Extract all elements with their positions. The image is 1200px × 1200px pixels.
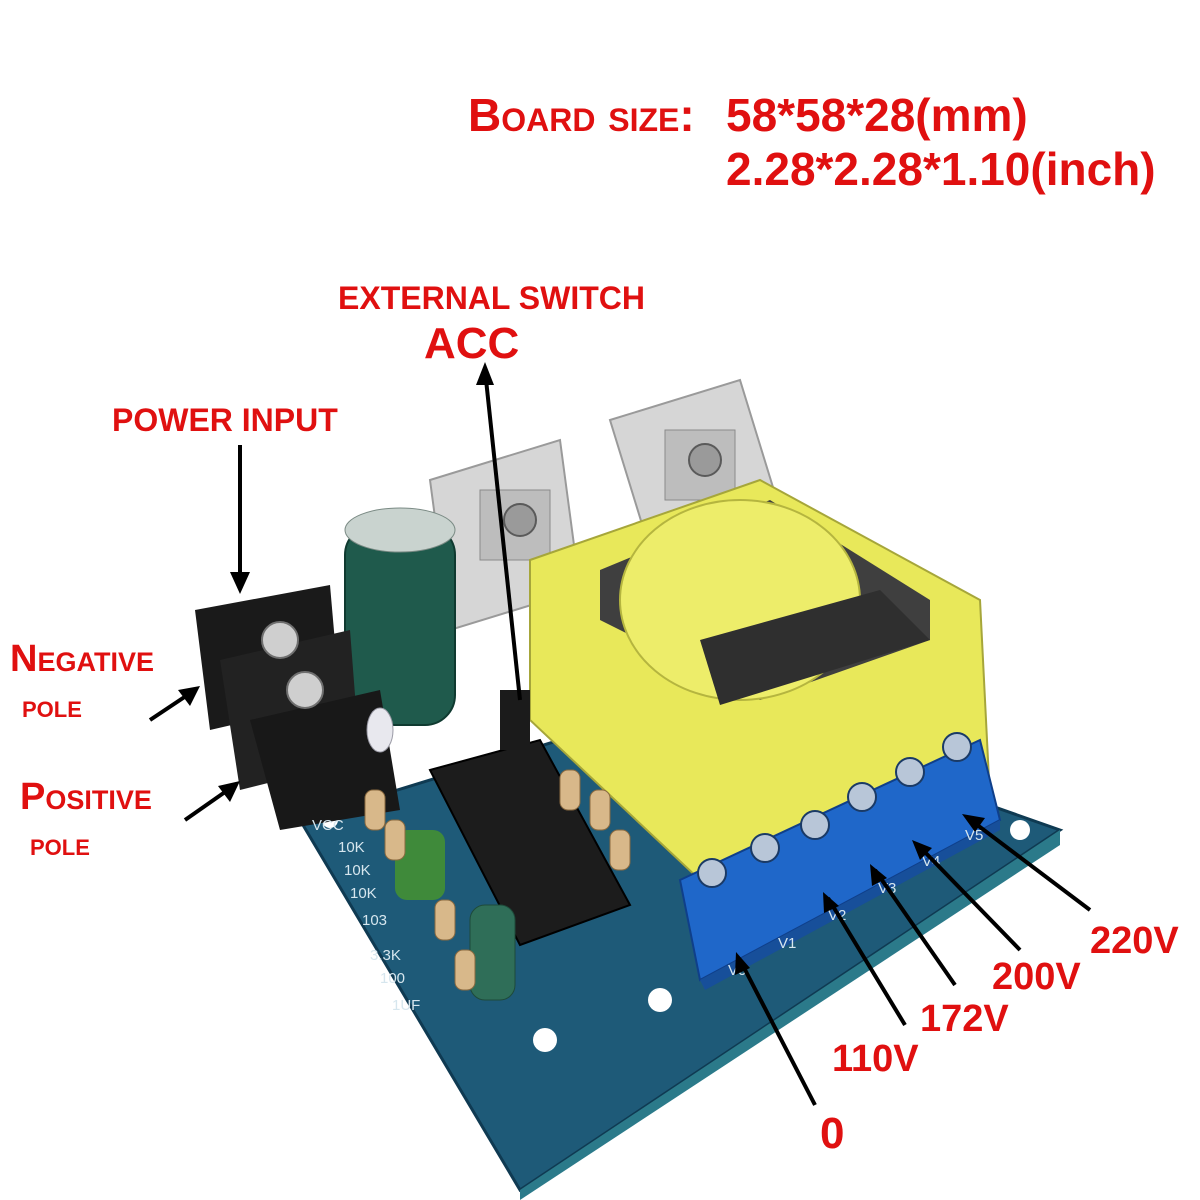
electrolytic-capacitor <box>344 507 456 726</box>
arrow-acc-line <box>483 369 522 701</box>
small-electrolytic-capacitor <box>469 904 516 1001</box>
jumper-connector <box>500 690 530 750</box>
negative-pole-label-line2: pole <box>22 688 82 724</box>
arrowhead-172v-icon <box>870 864 887 886</box>
arrowhead-0-icon <box>735 952 750 975</box>
resistor-row <box>364 769 631 991</box>
arrowhead-110v-icon <box>823 892 839 913</box>
mount-hole <box>533 1028 557 1052</box>
output-220v-label: 220V <box>1090 920 1179 962</box>
silk-r2: 10K <box>344 862 371 879</box>
arrowhead-acc-icon <box>476 362 494 385</box>
silk-r4: 103 <box>362 912 387 929</box>
board-size-label: Board size: <box>468 89 695 141</box>
mount-hole <box>1010 820 1030 840</box>
arrowhead-positive-icon <box>218 781 240 802</box>
negative-pole-label: Negative <box>10 638 154 680</box>
output-200v-label: 200V <box>992 956 1081 998</box>
arrow-220v-line <box>966 816 1092 912</box>
pcb-board-edge <box>520 830 1060 1200</box>
transformer <box>529 478 992 882</box>
led <box>366 707 394 753</box>
mount-hole <box>648 988 672 1012</box>
arrowhead-200v-icon <box>912 840 932 860</box>
output-110v-label: 110V <box>832 1038 919 1080</box>
acc-label: ACC <box>424 319 520 368</box>
silk-terminal-v5: V5 <box>965 827 983 844</box>
board-size-inch: 2.28*2.28*1.10(inch) <box>726 143 1156 195</box>
silk-vcc: VCC <box>312 817 344 834</box>
arrow-0-line <box>738 959 817 1106</box>
arrowhead-220v-icon <box>962 814 985 832</box>
positive-pole-label: Positive <box>20 776 152 818</box>
output-172v-label: 172V <box>920 998 1009 1040</box>
power-input-label: POWER INPUT <box>112 402 338 438</box>
arrowhead-negative-icon <box>178 686 200 706</box>
arrow-172v-line <box>873 868 957 987</box>
film-capacitor <box>395 830 445 900</box>
silk-r1: 10K <box>338 839 365 856</box>
power-input-terminal-block <box>195 585 400 830</box>
output-0-label: 0 <box>820 1109 845 1158</box>
output-terminal-block <box>678 732 1002 990</box>
board-size-mm: 58*58*28(mm) <box>726 89 1028 141</box>
silk-terminal-v1: V1 <box>778 935 796 952</box>
arrow-110v-line <box>826 896 907 1027</box>
silk-r3: 10K <box>350 885 377 902</box>
external-switch-label: EXTERNAL SWITCH <box>338 280 645 316</box>
silk-r5: 3.3K <box>370 947 401 964</box>
silk-c1: 1UF <box>392 997 420 1014</box>
silk-r6: 100 <box>380 970 405 987</box>
arrowhead-power-input-icon <box>230 572 250 594</box>
positive-pole-label-line2: pole <box>30 826 90 862</box>
arrow-200v-line <box>916 843 1022 952</box>
